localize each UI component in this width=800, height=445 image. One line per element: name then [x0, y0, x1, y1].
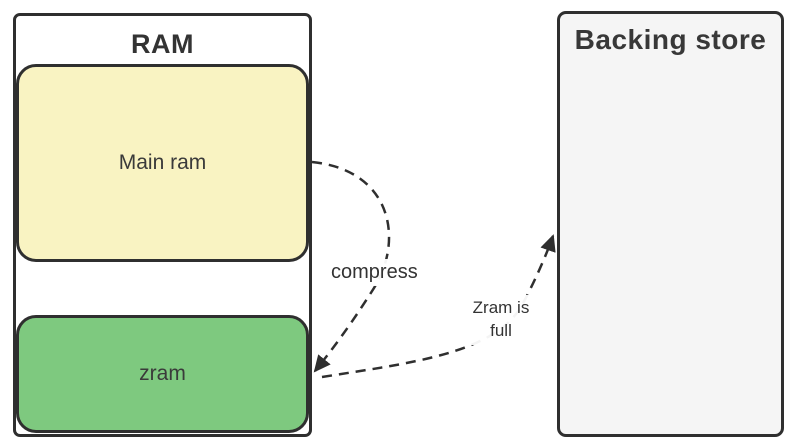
backing-store-node: Backing store	[557, 11, 784, 437]
zram-full-edge-label: Zram is full	[464, 295, 538, 345]
zram-label: zram	[139, 362, 186, 385]
main-ram-node: Main ram	[16, 64, 309, 262]
ram-group-node: RAM Main ram zram	[13, 13, 312, 437]
backing-store-title: Backing store	[574, 24, 767, 55]
compress-edge-label: compress	[325, 259, 424, 286]
main-ram-label: Main ram	[118, 151, 207, 174]
zram-node: zram	[16, 315, 309, 433]
ram-group-title: RAM	[131, 29, 194, 59]
